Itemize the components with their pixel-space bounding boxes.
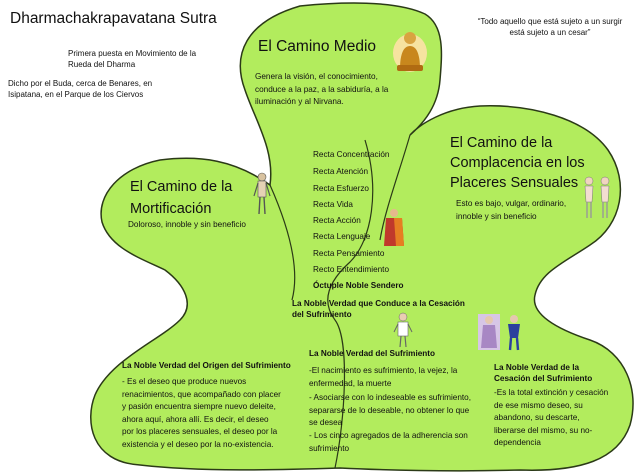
path-item: Recto Entendimiento xyxy=(313,265,390,274)
pleasures-title-line3: Placeres Sensuales xyxy=(450,175,579,191)
sick-figure-icon xyxy=(393,312,413,348)
path-item: Recta Atención xyxy=(313,167,369,176)
quote: “Todo aquello que está sujeto a un surgi… xyxy=(477,17,623,37)
pleasures-title-line2: Complacencia en los xyxy=(450,155,585,171)
monk-figure-icon xyxy=(382,208,406,248)
mortification-title-line2: Mortificación xyxy=(130,201,212,217)
tree-blob xyxy=(90,2,634,472)
truth-origin-text: - Es el deseo que produce nuevos renacim… xyxy=(122,377,281,449)
eightfold-heading: Óctuple Noble Sendero xyxy=(313,281,404,290)
path-item: Recta Esfuerzo xyxy=(313,184,369,193)
middle-way-title: El Camino Medio xyxy=(258,38,377,55)
truth-path-title: La Noble Verdad que Conduce a la Cesació… xyxy=(292,299,465,319)
buddha-icon xyxy=(392,27,428,73)
page-title: Dharmachakrapavatana Sutra xyxy=(10,10,217,27)
path-item: Recta Pensamiento xyxy=(313,249,385,258)
truth-cessation-text: -Es la total extinción y cesación de ese… xyxy=(494,388,609,447)
elderly-couple-icon xyxy=(476,312,528,352)
truth-suffering-p3: - Los cinco agregados de la adherencia s… xyxy=(309,431,468,453)
truth-cessation-title: La Noble Verdad de la Cesación del Sufri… xyxy=(494,363,593,383)
subtitle: Primera puesta en Movimiento de la Rueda… xyxy=(68,49,197,69)
couple-figure-icon xyxy=(580,176,614,220)
path-item: Recta Concentración xyxy=(313,150,390,159)
trunk-line-left xyxy=(269,184,296,301)
pleasures-text: Esto es bajo, vulgar, ordinario, innoble… xyxy=(456,199,567,221)
mortification-text: Doloroso, innoble y sin beneficio xyxy=(128,220,246,229)
ascetic-figure-icon xyxy=(252,172,272,216)
path-item: Recta Lenguaje xyxy=(313,232,371,241)
origin-note: Dicho por el Buda, cerca de Benares, en … xyxy=(8,79,153,99)
truth-suffering-p2: - Asociarse con lo indeseable es sufrimi… xyxy=(309,393,472,427)
trunk-line-right xyxy=(379,134,411,241)
path-item: Recta Vida xyxy=(313,200,353,209)
truth-origin-title: La Noble Verdad del Origen del Sufrimien… xyxy=(122,361,291,370)
pleasures-title-line1: El Camino de la xyxy=(450,135,553,151)
mortification-title-line1: El Camino de la xyxy=(130,179,233,195)
path-item: Recta Acción xyxy=(313,216,361,225)
truth-suffering-p1: -El nacimiento es sufrimiento, la vejez,… xyxy=(309,366,458,388)
truth-suffering-title: La Noble Verdad del Sufrimiento xyxy=(309,349,436,358)
trunk-line-center xyxy=(327,139,374,469)
middle-way-text: Genera la visión, el conocimiento, condu… xyxy=(255,72,389,106)
